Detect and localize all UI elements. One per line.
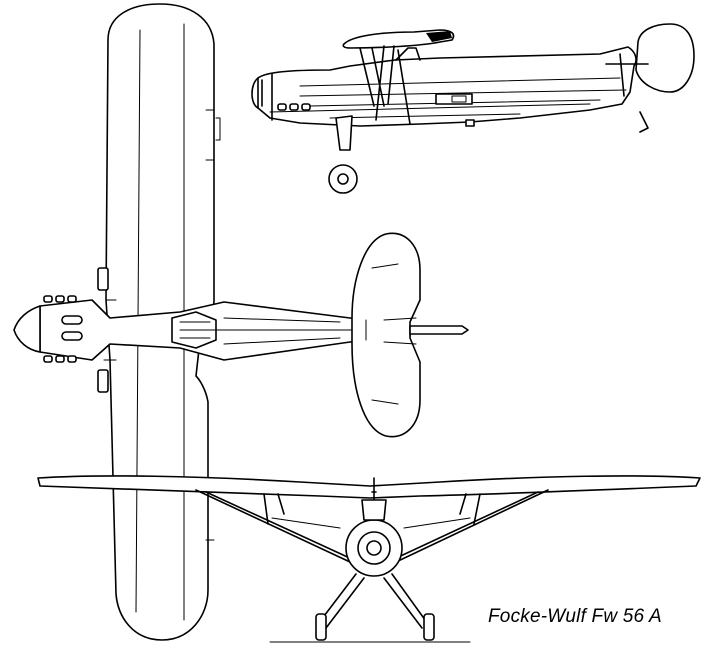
front-landing-gear — [318, 574, 428, 628]
side-tailplane — [606, 54, 648, 96]
front-view — [38, 476, 700, 642]
front-left-wheel — [316, 614, 326, 640]
side-tail-skid — [640, 112, 648, 132]
front-right-wheel — [424, 614, 434, 640]
drawing-caption: Focke-Wulf Fw 56 A — [488, 606, 662, 627]
side-windscreen — [396, 48, 420, 60]
top-spinner — [14, 306, 40, 352]
side-exhaust-stubs — [278, 104, 310, 110]
front-cowling — [346, 520, 402, 576]
front-struts — [196, 490, 548, 562]
side-struts — [360, 46, 410, 124]
top-rudder — [410, 326, 468, 334]
side-wheel — [329, 165, 357, 193]
side-hatch — [436, 94, 472, 104]
side-rudder — [636, 24, 694, 92]
side-wing-section — [343, 30, 453, 48]
side-view — [252, 24, 694, 193]
top-tailplane — [352, 233, 420, 436]
side-fuselage — [258, 47, 636, 126]
top-cowling-details — [44, 296, 82, 362]
front-wing — [38, 476, 700, 498]
side-landing-gear-leg — [336, 116, 352, 150]
